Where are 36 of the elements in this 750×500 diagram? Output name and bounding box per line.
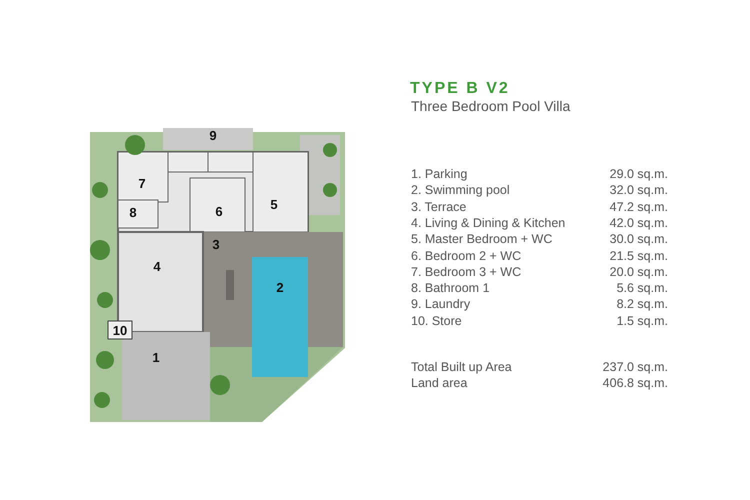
area-value: 5.6 sq.m. xyxy=(616,281,668,296)
room-name: 5. Master Bedroom + WC xyxy=(411,232,552,246)
total-label: Land area xyxy=(411,376,468,390)
area-value: 237.0 sq.m. xyxy=(602,360,668,374)
area-value: 21.5 sq.m. xyxy=(610,248,668,262)
room-name: 2. Swimming pool xyxy=(411,183,510,198)
plan-subtitle: Three Bedroom Pool Villa xyxy=(411,98,570,114)
area-value: 29.0 sq.m. xyxy=(610,167,668,181)
area-value: 32.0 sq.m. xyxy=(610,183,668,198)
area-value: 30.0 sq.m. xyxy=(610,232,668,246)
room-name: 3. Terrace xyxy=(411,200,466,214)
room-name: 7. Bedroom 3 + WC xyxy=(411,264,522,279)
callout-number: 10 xyxy=(112,323,128,338)
area-value: 1.5 sq.m. xyxy=(616,314,668,328)
callout-number: 6 xyxy=(215,204,223,219)
area-value: 8.2 sq.m. xyxy=(616,297,668,312)
area-value: 47.2 sq.m. xyxy=(610,200,668,214)
room-name: 10. Store xyxy=(411,314,462,328)
callout-number: 9 xyxy=(209,128,217,143)
room-name: 6. Bedroom 2 + WC xyxy=(411,248,522,262)
callout-number: 3 xyxy=(212,237,220,252)
room-name: 4. Living & Dining & Kitchen xyxy=(411,216,566,230)
room-name: 1. Parking xyxy=(411,167,468,181)
callout-number: 5 xyxy=(270,197,278,212)
callout-number: 7 xyxy=(138,176,146,191)
room-name: 8. Bathroom 1 xyxy=(411,281,490,296)
area-value: 406.8 sq.m. xyxy=(602,376,668,390)
room-name: 9. Laundry xyxy=(411,297,470,312)
callout-number: 1 xyxy=(152,350,160,365)
callout-number: 2 xyxy=(276,280,284,295)
total-label: Total Built up Area xyxy=(411,360,512,374)
callout-number: 8 xyxy=(129,205,137,220)
callout-number: 4 xyxy=(153,259,161,274)
plan-title: TYPE B V2 xyxy=(410,80,510,98)
area-value: 42.0 sq.m. xyxy=(610,216,668,230)
area-value: 20.0 sq.m. xyxy=(610,264,668,279)
